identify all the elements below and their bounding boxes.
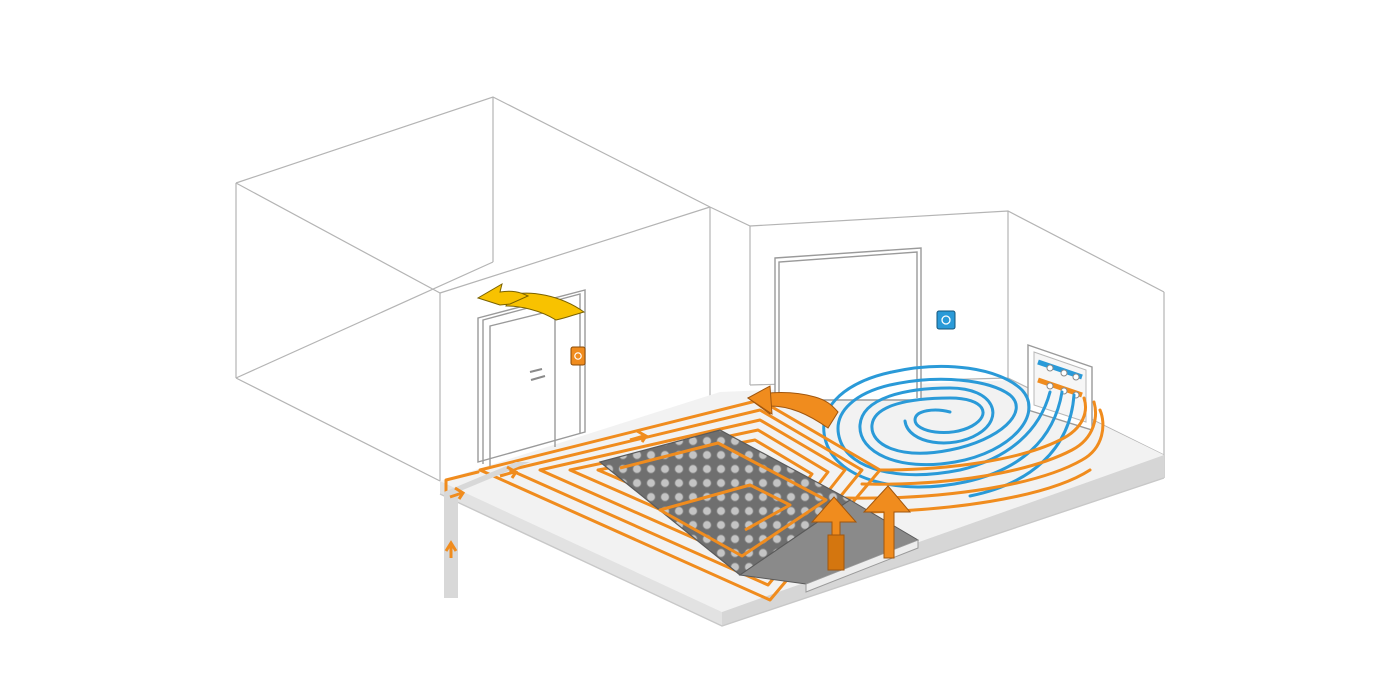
flow-arrow-icon xyxy=(499,465,519,479)
thermostat-icon xyxy=(941,315,951,325)
pipe-loop-2 xyxy=(508,408,864,587)
warm-air-arrow-icon xyxy=(476,282,530,306)
warm-air-arrow-icon xyxy=(747,385,773,415)
warm-pipe-circuit xyxy=(444,396,1105,602)
floor-slab-edge-left xyxy=(440,481,722,626)
up-arrow-icon xyxy=(862,485,912,559)
right-door xyxy=(774,247,922,401)
floor-slab-edge-right xyxy=(722,455,1164,626)
flow-arrow-icon xyxy=(449,486,466,500)
left-room-floor-edge xyxy=(235,377,441,482)
pipe-loop-3 xyxy=(538,418,847,572)
thermostat-warm xyxy=(570,346,586,366)
panel-pipe xyxy=(619,441,828,558)
flow-arrow-icon xyxy=(629,429,649,443)
flow-arrow-icon xyxy=(444,540,458,558)
floor-heat-arrow xyxy=(747,385,839,429)
warm-air-flow xyxy=(476,282,586,321)
thermostat-cool xyxy=(936,310,956,330)
partition-thickness xyxy=(709,206,751,385)
thermostat-icon xyxy=(574,352,582,360)
door-handle-icon xyxy=(529,368,546,381)
heat-rise-arrows xyxy=(810,485,912,571)
supply-riser xyxy=(444,429,649,598)
left-room-roof-line xyxy=(235,96,711,208)
